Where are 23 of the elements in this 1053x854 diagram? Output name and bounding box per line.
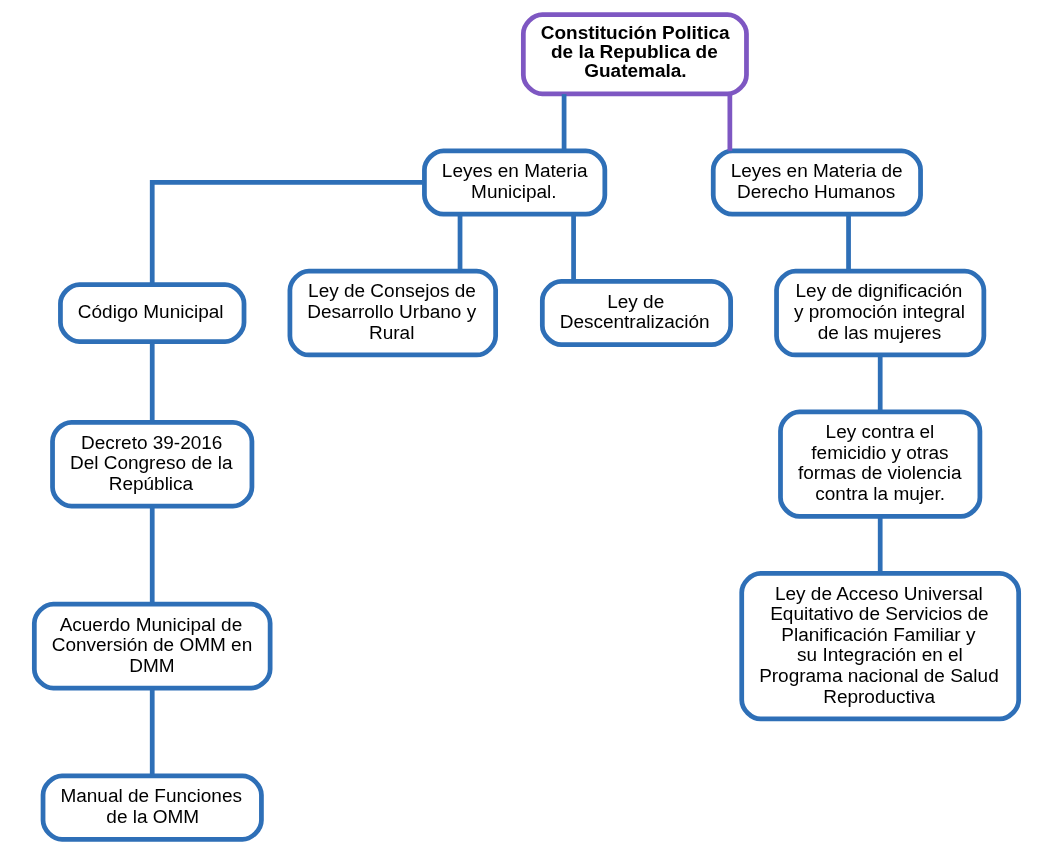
connector <box>561 94 567 151</box>
connector <box>877 355 883 412</box>
connector <box>846 214 851 271</box>
node-box: Ley de dignificación y promoción integral de las mujeres <box>774 268 987 358</box>
node-box: Ley contra el femicidio y otras formas de violencia contra la mujer. <box>778 409 983 519</box>
connector <box>149 180 425 285</box>
node-box: Ley de Acceso Universal Equitativo de Servicios de Planificación Familiar y su Integración en el Programa nacional de Salud Reproductiva <box>739 571 1022 722</box>
node-box: Leyes en Materia de Derecho Humanos <box>710 148 923 217</box>
connector <box>149 506 155 605</box>
node-box: Leyes en Materia Municipal. <box>422 148 608 217</box>
node-box: Ley de Consejos de Desarrollo Urbano y Rural <box>287 268 498 358</box>
node-box: Decreto 39-2016 Del Congreso de la República <box>50 419 255 509</box>
node-box: Constitución Politica de la Republica de Guatemala. <box>520 12 749 97</box>
connector <box>571 214 576 282</box>
node-box: Ley de Descentralización <box>539 279 734 348</box>
node-box: Acuerdo Municipal de Conversión de OMM en DMM <box>31 601 273 691</box>
node-box: Código Municipal <box>58 282 247 344</box>
connector <box>149 342 155 422</box>
connector <box>727 94 733 151</box>
connector <box>149 688 155 776</box>
node-box: Manual de Funciones de la OMM <box>40 773 264 842</box>
connector <box>457 214 463 271</box>
connector <box>877 516 883 574</box>
